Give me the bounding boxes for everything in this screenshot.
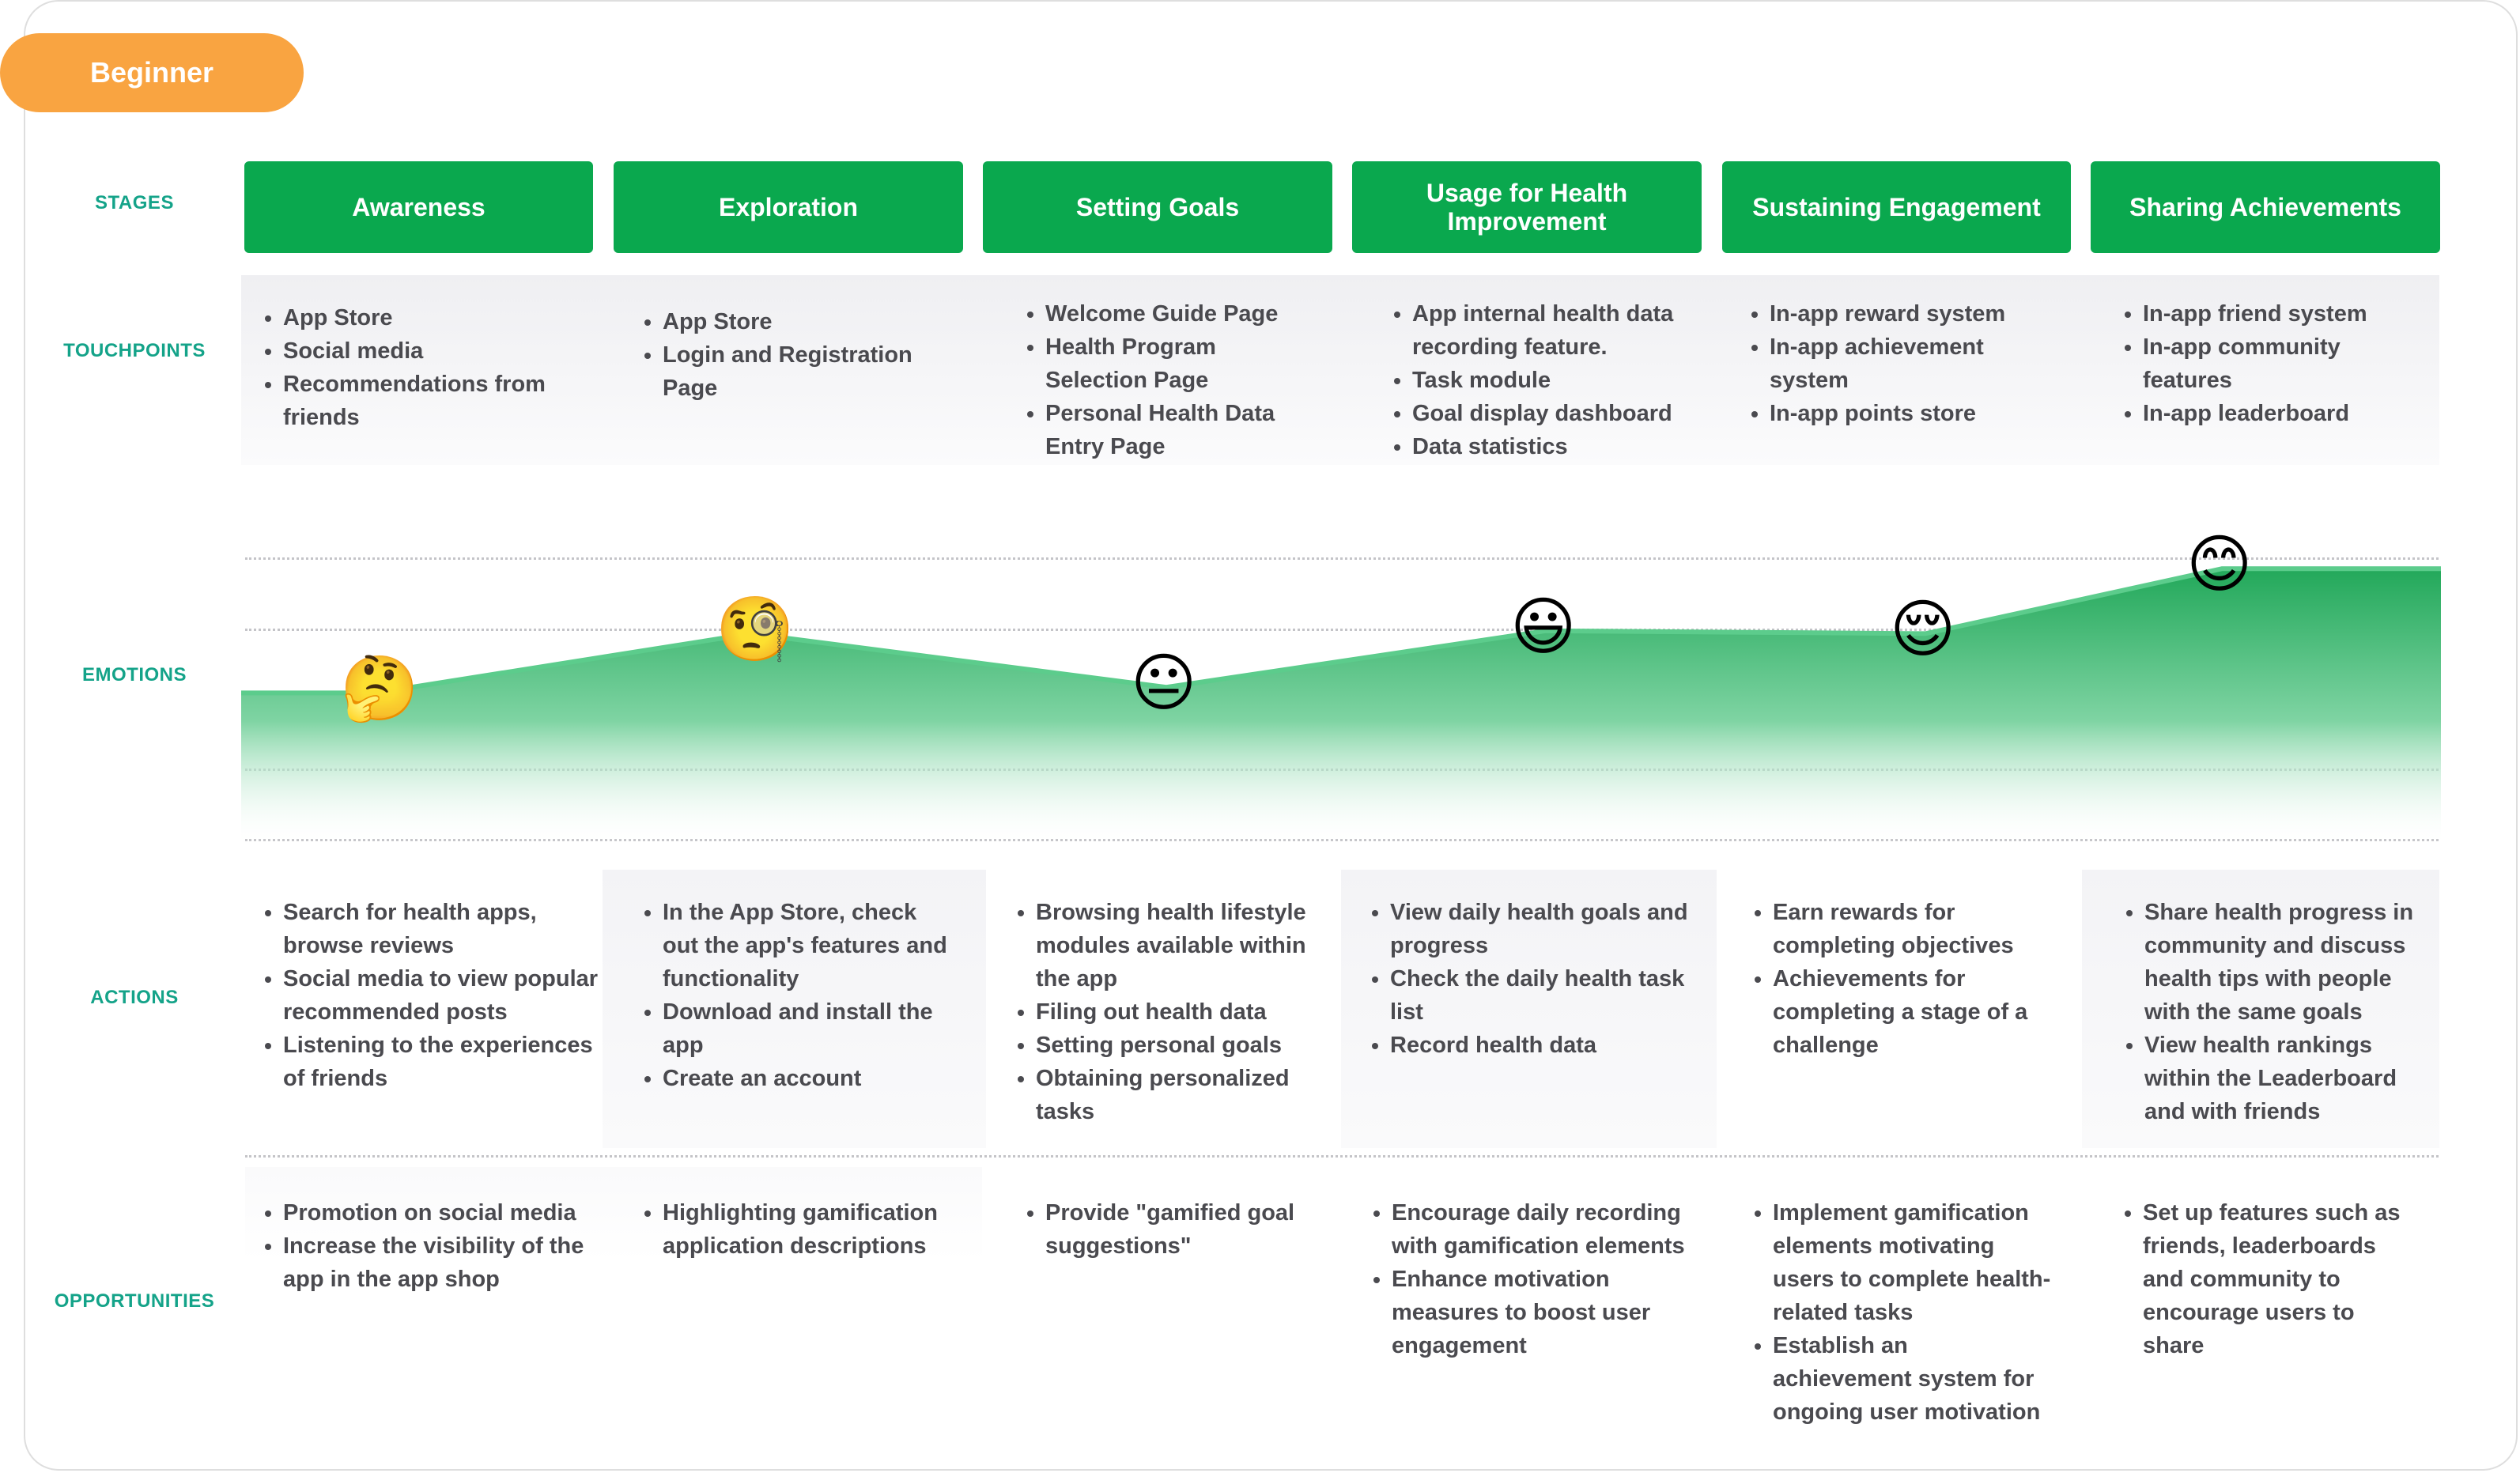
list-item: In-app reward system — [1770, 297, 2048, 330]
list-item: Health Program Selection Page — [1045, 330, 1324, 397]
list-item: Set up features such as friends, leaderb… — [2143, 1196, 2421, 1362]
list-item: Welcome Guide Page — [1045, 297, 1324, 330]
list-item: In the App Store, check out the app's fe… — [663, 896, 957, 995]
list-item: App Store — [283, 301, 609, 334]
relieved-face-icon: 😌 — [1890, 594, 1956, 665]
emotion-curve — [241, 566, 2441, 846]
touchpoints-setting-goals: Welcome Guide Page Health Program Select… — [1007, 297, 1324, 463]
row-label-emotions: EMOTIONS — [81, 664, 187, 686]
list-item: Check the daily health task list — [1390, 962, 1692, 1029]
row-label-stages: STAGES — [95, 192, 174, 213]
list-item: Social media — [283, 334, 609, 368]
opportunities-usage: Encourage daily recording with gamificat… — [1354, 1196, 1686, 1362]
list-item: Obtaining personalized tasks — [1036, 1062, 1330, 1128]
actions-setting-goals: Browsing health lifestyle modules availa… — [998, 896, 1330, 1128]
list-item: Record health data — [1390, 1029, 1692, 1062]
stage-exploration: Exploration — [614, 161, 963, 253]
list-item: Data statistics — [1412, 430, 1691, 463]
list-item: Setting personal goals — [1036, 1029, 1330, 1062]
list-item: Highlighting gamification application de… — [663, 1196, 957, 1263]
list-item: Personal Health Data Entry Page — [1045, 397, 1324, 463]
list-item: Establish an achievement system for ongo… — [1773, 1329, 2051, 1429]
section-divider — [245, 1155, 2439, 1158]
opportunities-setting-goals: Provide "gamified goal suggestions" — [1007, 1196, 1324, 1263]
opportunities-sharing: Set up features such as friends, leaderb… — [2105, 1196, 2421, 1362]
emotion-area — [241, 568, 2441, 846]
list-item: Social media to view popular recommended… — [283, 962, 601, 1029]
face-with-monocle-icon: 🧐 — [716, 594, 795, 665]
actions-exploration: In the App Store, check out the app's fe… — [625, 896, 957, 1095]
actions-shade — [2082, 870, 2439, 1148]
list-item: In-app points store — [1770, 397, 2048, 430]
list-item: Promotion on social media — [283, 1196, 601, 1229]
actions-sustaining: Earn rewards for completing objectives A… — [1735, 896, 2051, 1062]
emotion-line — [241, 566, 2441, 696]
list-item: Listening to the experiences of friends — [283, 1029, 601, 1095]
list-item: Search for health apps, browse reviews — [283, 896, 601, 962]
touchpoints-sharing: In-app friend system In-app community fe… — [2105, 297, 2421, 430]
opportunities-awareness: Promotion on social media Increase the v… — [245, 1196, 601, 1296]
smiling-face-smiling-eyes-icon: 😊 — [2186, 529, 2253, 600]
list-item: In-app achievement system — [1770, 330, 2048, 397]
list-item: Earn rewards for completing objectives — [1773, 896, 2051, 962]
row-label-opportunities: OPPORTUNITIES — [54, 1290, 215, 1312]
opportunities-sustaining: Implement gamification elements motivati… — [1735, 1196, 2051, 1429]
touchpoints-sustaining: In-app reward system In-app achievement … — [1732, 297, 2048, 430]
stage-sustaining-engagement: Sustaining Engagement — [1722, 161, 2071, 253]
touchpoints-awareness: App Store Social media Recommendations f… — [245, 301, 609, 434]
level-badge: Beginner — [0, 33, 304, 112]
list-item: Browsing health lifestyle modules availa… — [1036, 896, 1330, 995]
stage-setting-goals: Setting Goals — [983, 161, 1332, 253]
emotion-gridline — [245, 629, 2439, 631]
emotion-gridline — [245, 557, 2439, 560]
actions-usage: View daily health goals and progress Che… — [1352, 896, 1692, 1062]
list-item: App Store — [663, 305, 941, 338]
list-item: Increase the visibility of the app in th… — [283, 1229, 601, 1296]
smiling-face-big-eyes-icon: 😃 — [1510, 591, 1577, 662]
touchpoints-exploration: App Store Login and Registration Page — [625, 305, 941, 405]
list-item: Create an account — [663, 1062, 957, 1095]
list-item: Share health progress in community and d… — [2144, 896, 2431, 1029]
actions-shade — [1341, 870, 1717, 1148]
row-label-actions: ACTIONS — [90, 987, 179, 1008]
list-item: Goal display dashboard — [1412, 397, 1691, 430]
actions-awareness: Search for health apps, browse reviews S… — [245, 896, 601, 1095]
opportunities-exploration: Highlighting gamification application de… — [625, 1196, 957, 1263]
row-label-touchpoints: TOUCHPOINTS — [63, 340, 206, 361]
actions-shade — [603, 870, 986, 1148]
touchpoints-band — [241, 275, 2439, 465]
list-item: View daily health goals and progress — [1390, 896, 1692, 962]
list-item: Enhance motivation measures to boost use… — [1392, 1263, 1686, 1362]
stage-awareness: Awareness — [244, 161, 593, 253]
list-item: Task module — [1412, 364, 1691, 397]
stage-usage-for-health-improvement: Usage for Health Improvement — [1352, 161, 1702, 253]
list-item: In-app community features — [2143, 330, 2421, 397]
list-item: Implement gamification elements motivati… — [1773, 1196, 2051, 1329]
list-item: Login and Registration Page — [663, 338, 941, 405]
opportunities-shade — [245, 1167, 982, 1262]
list-item: Filing out health data — [1036, 995, 1330, 1029]
stage-sharing-achievements: Sharing Achievements — [2091, 161, 2440, 253]
list-item: In-app leaderboard — [2143, 397, 2421, 430]
thinking-face-icon: 🤔 — [340, 653, 419, 724]
list-item: Encourage daily recording with gamificat… — [1392, 1196, 1686, 1263]
list-item: Download and install the app — [663, 995, 957, 1062]
list-item: View health rankings within the Leaderbo… — [2144, 1029, 2431, 1128]
list-item: Recommendations from friends — [283, 368, 609, 434]
list-item: Achievements for completing a stage of a… — [1773, 962, 2051, 1062]
neutral-face-icon: 😐 — [1131, 648, 1197, 719]
list-item: App internal health data recording featu… — [1412, 297, 1691, 364]
list-item: In-app friend system — [2143, 297, 2421, 330]
actions-sharing: Share health progress in community and d… — [2106, 896, 2431, 1128]
list-item: Provide "gamified goal suggestions" — [1045, 1196, 1324, 1263]
touchpoints-usage: App internal health data recording featu… — [1374, 297, 1691, 463]
